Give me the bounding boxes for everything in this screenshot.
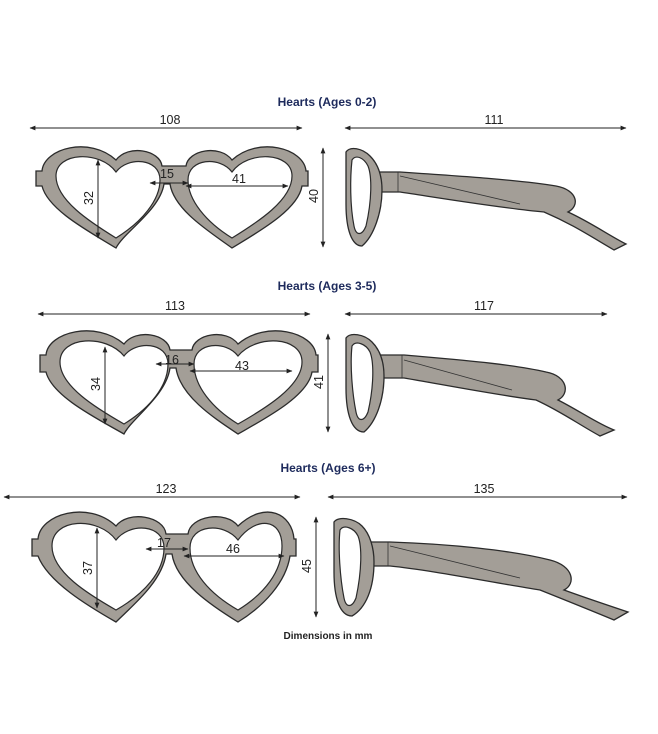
lens-height-label: 37: [81, 561, 95, 575]
frame-height-label: 41: [312, 375, 326, 389]
frame-height-label: 40: [307, 189, 321, 203]
total-width-label: 113: [165, 299, 185, 313]
lens-height-label: 32: [82, 191, 96, 205]
section-title: Hearts (Ages 6+): [280, 461, 375, 475]
side-view: [333, 517, 630, 621]
temple-arm: [371, 171, 628, 251]
temple-crease: [389, 545, 521, 579]
right-lens: [193, 340, 303, 425]
temple-length-label: 111: [484, 113, 503, 127]
side-view: [345, 333, 616, 437]
front-view: [35, 146, 309, 249]
side-lens: [338, 526, 362, 607]
left-lens: [51, 522, 165, 611]
bridge-label: 15: [160, 167, 174, 181]
lens-width-label: 43: [235, 359, 249, 373]
section-ages-3-5: Hearts (Ages 3-5) 113 117 34 16 43 41: [37, 279, 616, 437]
front-view: [31, 511, 297, 623]
lens-width-label: 46: [226, 542, 240, 556]
section-ages-0-2: Hearts (Ages 0-2) 108 111 32 15 41 40: [29, 95, 628, 251]
lens-width-label: 41: [232, 172, 246, 186]
left-lens: [59, 340, 169, 425]
right-lens: [189, 522, 283, 611]
left-lens: [55, 156, 161, 239]
total-width-label: 123: [156, 482, 177, 496]
temple-length-label: 117: [474, 299, 494, 313]
temple-crease: [399, 175, 521, 205]
temple-crease: [403, 359, 513, 391]
temple-arm: [363, 541, 630, 621]
frame-height-label: 45: [300, 559, 314, 573]
dimensions-footnote: Dimensions in mm: [284, 631, 373, 642]
right-lens: [187, 156, 293, 239]
bridge-label: 16: [165, 353, 179, 367]
side-view: [345, 147, 628, 251]
total-width-label: 108: [160, 113, 181, 127]
section-title: Hearts (Ages 3-5): [278, 279, 377, 293]
section-title: Hearts (Ages 0-2): [278, 95, 377, 109]
front-view: [39, 330, 319, 435]
lens-height-label: 34: [89, 377, 103, 391]
temple-length-label: 135: [474, 482, 495, 496]
side-lens: [350, 342, 374, 421]
section-ages-6-plus: Hearts (Ages 6+) 123 135 37 17 46 45: [3, 461, 630, 623]
temple-arm: [375, 354, 616, 437]
side-lens: [350, 156, 372, 235]
bridge-label: 17: [157, 536, 171, 550]
